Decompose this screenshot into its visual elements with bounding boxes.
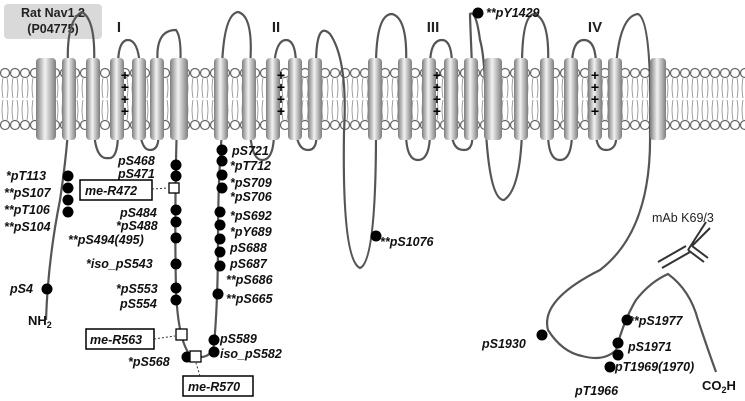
domain-3-helices <box>368 58 502 140</box>
domain-2-helices <box>170 58 322 140</box>
site-label: **pS665 <box>226 292 274 306</box>
c-terminus-chain <box>545 12 718 373</box>
site-label: pT1966 <box>574 384 619 398</box>
s4-charges-domain-3: ++++ <box>433 67 441 119</box>
svg-text:+: + <box>277 79 285 95</box>
domain-label-3: III <box>427 19 440 36</box>
domain-1-helices <box>36 58 164 140</box>
svg-text:+: + <box>591 67 599 83</box>
c-terminus-label: CO2H <box>702 378 736 395</box>
site-label: pS484 <box>119 206 157 220</box>
site-label: *pY689 <box>230 225 272 239</box>
svg-text:+: + <box>433 67 441 83</box>
antibody-label: mAb K69/3 <box>652 211 714 225</box>
site-label: pS687 <box>229 257 268 271</box>
site-label: pS4 <box>9 282 33 296</box>
site-label: *pS706 <box>230 190 273 204</box>
site-label: *pT712 <box>230 159 271 173</box>
svg-text:+: + <box>121 67 129 83</box>
svg-text:+: + <box>433 91 441 107</box>
svg-text:+: + <box>277 103 285 119</box>
svg-text:+: + <box>433 79 441 95</box>
methyl-label: me-R570 <box>188 380 240 394</box>
svg-text:+: + <box>591 79 599 95</box>
site-label: pS721 <box>231 144 269 158</box>
antibody-symbol <box>657 221 711 269</box>
loops-domain-2 <box>220 10 318 162</box>
site-label: pS554 <box>119 297 157 311</box>
site-label: pS1930 <box>481 337 526 351</box>
site-label: pS589 <box>219 332 257 346</box>
n-terminus-label: NH2 <box>28 313 52 330</box>
svg-text:+: + <box>277 91 285 107</box>
svg-text:+: + <box>121 79 129 95</box>
site-label: *pS692 <box>230 209 272 223</box>
phosphosite-dots <box>41 7 633 373</box>
s4-charges-domain-4: ++++ <box>591 67 599 119</box>
site-label: pT1969(1970) <box>614 360 694 374</box>
loops-domain-3 <box>374 12 474 162</box>
site-label: **pS107 <box>4 186 52 200</box>
site-label: *iso_pS543 <box>86 257 153 271</box>
svg-text:+: + <box>121 103 129 119</box>
site-label: **pS494(495) <box>68 233 144 247</box>
methylation-squares <box>168 182 202 363</box>
site-label: *pT113 <box>6 169 46 183</box>
site-label: **pY1429 <box>486 6 540 20</box>
methyl-label: me-R472 <box>85 184 137 198</box>
svg-text:+: + <box>277 67 285 83</box>
site-label: *pS553 <box>116 282 158 296</box>
loops-domain-4 <box>520 12 618 162</box>
site-label: pS468 <box>117 154 155 168</box>
domain-4-helices <box>514 58 666 140</box>
svg-text:+: + <box>591 91 599 107</box>
site-label: pS471 <box>117 167 155 181</box>
site-label: **pT106 <box>4 203 51 217</box>
protein-title: Rat Nav1.2 (P04775) <box>4 4 102 39</box>
site-label: pS1971 <box>627 340 672 354</box>
protein-accession: (P04775) <box>27 22 79 36</box>
site-label: **pS104 <box>4 220 51 234</box>
site-label: pS688 <box>229 241 267 255</box>
methyl-label: me-R563 <box>90 333 142 347</box>
methylation-labels: me-R472 me-R563 me-R570 <box>79 179 254 397</box>
svg-text:+: + <box>433 103 441 119</box>
domain-label-4: IV <box>588 19 602 36</box>
site-label: *pS709 <box>230 176 272 190</box>
site-label: **pS1076 <box>380 235 435 249</box>
s4-charges-domain-1: ++++ <box>121 67 129 119</box>
domain-label-1: I <box>117 19 121 36</box>
svg-text:+: + <box>121 91 129 107</box>
site-label: **pS686 <box>226 273 274 287</box>
protein-name: Rat Nav1.2 <box>21 6 85 20</box>
site-label: *pS568 <box>128 355 170 369</box>
site-label: iso_pS582 <box>220 347 282 361</box>
site-label: **pS1977 <box>629 314 684 328</box>
domain-label-2: II <box>272 19 280 36</box>
site-label: *pS488 <box>116 219 158 233</box>
loop-2-chain <box>314 29 378 270</box>
s4-charges-domain-2: ++++ <box>277 67 285 119</box>
loops-domain-1 <box>66 10 160 160</box>
svg-text:+: + <box>591 103 599 119</box>
